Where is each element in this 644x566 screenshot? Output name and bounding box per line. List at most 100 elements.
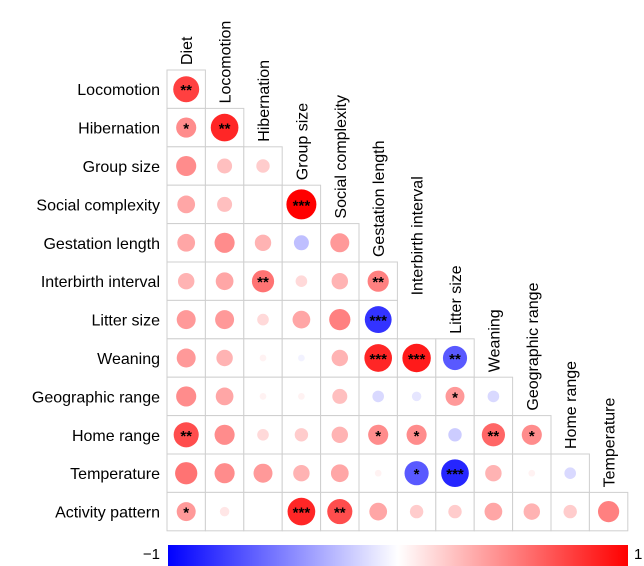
correlation-circle bbox=[215, 272, 234, 291]
significance-mark: ** bbox=[449, 351, 461, 368]
correlation-circle bbox=[217, 158, 233, 174]
correlation-circle bbox=[286, 189, 317, 220]
significance-mark: ** bbox=[372, 274, 384, 291]
correlation-circle bbox=[259, 393, 267, 400]
correlation-circle bbox=[256, 159, 270, 173]
correlation-circle bbox=[441, 459, 469, 488]
correlation-circle bbox=[251, 270, 275, 293]
significance-mark: *** bbox=[369, 351, 387, 368]
correlation-circle bbox=[177, 195, 196, 214]
column-label: Hibernation bbox=[256, 60, 273, 142]
correlation-circle bbox=[214, 463, 235, 484]
significance-mark: * bbox=[414, 466, 420, 483]
significance-mark: *** bbox=[293, 197, 311, 214]
matrix-cell bbox=[204, 299, 245, 340]
significance-mark: * bbox=[183, 505, 189, 522]
significance-mark: ** bbox=[180, 428, 192, 445]
correlation-circle bbox=[259, 354, 267, 362]
column-label: Gestation length bbox=[371, 140, 388, 257]
correlation-circle bbox=[176, 117, 197, 138]
significance-mark: *** bbox=[446, 466, 464, 483]
correlation-circle bbox=[331, 272, 349, 290]
colorbar: −1 1 bbox=[143, 545, 642, 566]
column-label: Social complexity bbox=[333, 95, 350, 219]
colorbar-gradient bbox=[168, 545, 628, 566]
correlation-circle bbox=[364, 344, 393, 372]
correlation-circle bbox=[523, 503, 541, 520]
correlation-circle bbox=[331, 349, 349, 367]
colorbar-max-label: 1 bbox=[634, 546, 642, 563]
correlation-circle bbox=[295, 275, 308, 288]
correlation-circle bbox=[210, 113, 239, 142]
correlation-circle bbox=[330, 233, 350, 253]
correlation-circle bbox=[564, 467, 577, 480]
correlation-circle bbox=[329, 308, 351, 331]
row-label: Weaning bbox=[97, 351, 160, 368]
column-label: Diet bbox=[179, 36, 196, 65]
correlation-circle bbox=[176, 502, 196, 522]
correlation-circle bbox=[176, 386, 197, 407]
correlation-circle bbox=[254, 234, 272, 252]
correlation-circle bbox=[177, 272, 195, 290]
correlation-circle bbox=[448, 504, 462, 519]
significance-layer: ****************************************… bbox=[180, 82, 535, 521]
matrix-cell bbox=[243, 491, 283, 532]
correlation-circle bbox=[257, 313, 269, 326]
significance-mark: *** bbox=[293, 505, 311, 522]
significance-mark: * bbox=[452, 389, 458, 406]
correlation-circle bbox=[442, 345, 468, 371]
correlation-circle bbox=[372, 390, 385, 403]
correlation-circle bbox=[173, 422, 199, 448]
correlation-circle bbox=[294, 428, 309, 442]
correlation-circle bbox=[253, 463, 273, 483]
significance-mark: ** bbox=[488, 428, 500, 445]
significance-mark: *** bbox=[369, 313, 387, 330]
correlation-circle bbox=[292, 310, 311, 329]
correlation-circle bbox=[411, 391, 422, 402]
column-label: Group size bbox=[294, 103, 311, 180]
correlation-circle bbox=[374, 469, 382, 477]
matrix-cell bbox=[204, 184, 245, 225]
correlation-circle bbox=[563, 504, 577, 519]
correlation-circle bbox=[409, 504, 424, 519]
significance-mark: ** bbox=[219, 121, 231, 138]
matrix-cell bbox=[320, 223, 360, 263]
column-label: Temperature bbox=[602, 397, 619, 487]
row-label: Group size bbox=[83, 159, 160, 176]
correlation-circle bbox=[175, 462, 198, 485]
correlation-circle bbox=[327, 499, 353, 525]
correlation-circle bbox=[217, 196, 233, 212]
column-label: Geographic range bbox=[525, 282, 542, 410]
correlation-circle bbox=[177, 233, 196, 252]
correlation-circle bbox=[364, 306, 392, 334]
column-label: Weaning bbox=[486, 309, 503, 372]
correlation-circle bbox=[331, 426, 349, 444]
correlation-circle bbox=[332, 388, 348, 404]
correlation-circle bbox=[448, 428, 462, 442]
correlation-circle bbox=[214, 232, 235, 253]
significance-mark: * bbox=[375, 428, 381, 445]
column-label: Home range bbox=[563, 361, 580, 449]
row-label: Geographic range bbox=[32, 389, 160, 406]
significance-mark: ** bbox=[334, 505, 346, 522]
correlation-circle bbox=[330, 464, 349, 483]
row-label: Litter size bbox=[92, 313, 161, 330]
significance-mark: * bbox=[529, 428, 535, 445]
correlation-circle bbox=[481, 423, 506, 447]
correlation-circle bbox=[176, 310, 196, 330]
correlation-circle bbox=[487, 390, 500, 403]
correlation-circle bbox=[521, 424, 542, 445]
circle-layer bbox=[173, 76, 620, 526]
correlation-circle bbox=[215, 387, 234, 406]
column-label: Litter size bbox=[448, 265, 465, 334]
grid-layer bbox=[166, 69, 629, 532]
column-label: Interbirth interval bbox=[410, 176, 427, 295]
row-label: Locomotion bbox=[77, 82, 160, 99]
correlation-circle bbox=[219, 506, 230, 517]
significance-mark: ** bbox=[257, 274, 269, 291]
correlation-circle bbox=[528, 469, 536, 477]
correlation-circle bbox=[484, 502, 503, 521]
correlation-circle bbox=[293, 464, 310, 482]
